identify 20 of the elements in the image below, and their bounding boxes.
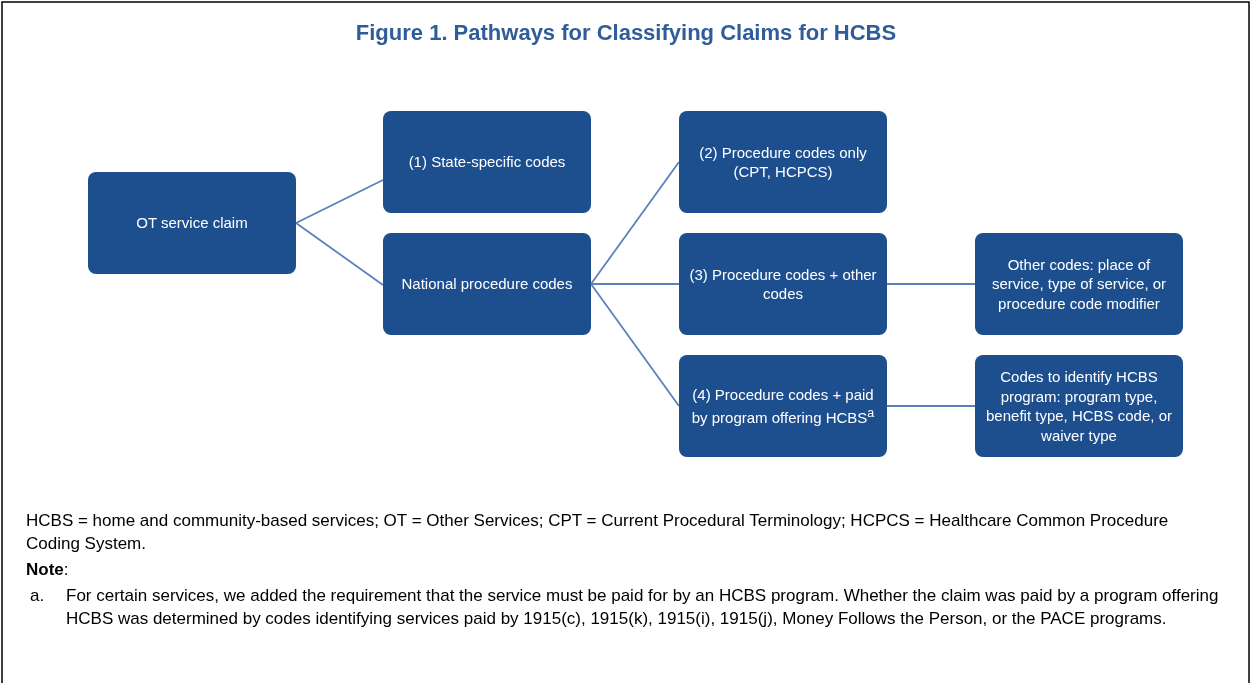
- process-box: National procedure codes: [383, 233, 591, 335]
- figure-title: Figure 1. Pathways for Classifying Claims for HCBS: [354, 20, 898, 46]
- process-box: Other codes: place of service, type of service, or procedure code modifier: [975, 233, 1183, 335]
- process-box: (2) Procedure codes only (CPT, HCPCS): [679, 111, 887, 213]
- connector-line: [295, 179, 384, 224]
- process-box: Codes to identify HCBS program: program type, benefit type, HCBS code, or waiver type: [975, 355, 1183, 457]
- process-box: (4) Procedure codes + paid by program offering HCBS$^{a}$: [679, 355, 887, 457]
- list-marker: a.: [30, 585, 46, 607]
- connector-line: [886, 283, 976, 285]
- connector-line: [295, 222, 384, 286]
- note-heading: Note:: [26, 559, 70, 581]
- footnote-text: HCBS = home and community-based services; OT = Other Services; CPT = Current Procedural Terminology; HCPCS = Healthcare Common Procedure Coding System.: [26, 510, 1170, 555]
- connector-line: [590, 161, 680, 285]
- note-text: For certain services, we added the requirement that the service must be paid for by an HCBS program. Whether the claim was paid by a program offering HCBS was determined by codes identifying services paid by 1915(c), 1915(k), 1915(i), 1915(j), Money Follows the Person, or the PACE programs.: [66, 585, 1220, 630]
- process-box: (3) Procedure codes + other codes: [679, 233, 887, 335]
- connector-line: [590, 283, 680, 285]
- connector-line: [886, 405, 976, 407]
- process-box: (1) State-specific codes: [383, 111, 591, 213]
- process-box: OT service claim: [88, 172, 296, 274]
- connector-line: [590, 283, 680, 407]
